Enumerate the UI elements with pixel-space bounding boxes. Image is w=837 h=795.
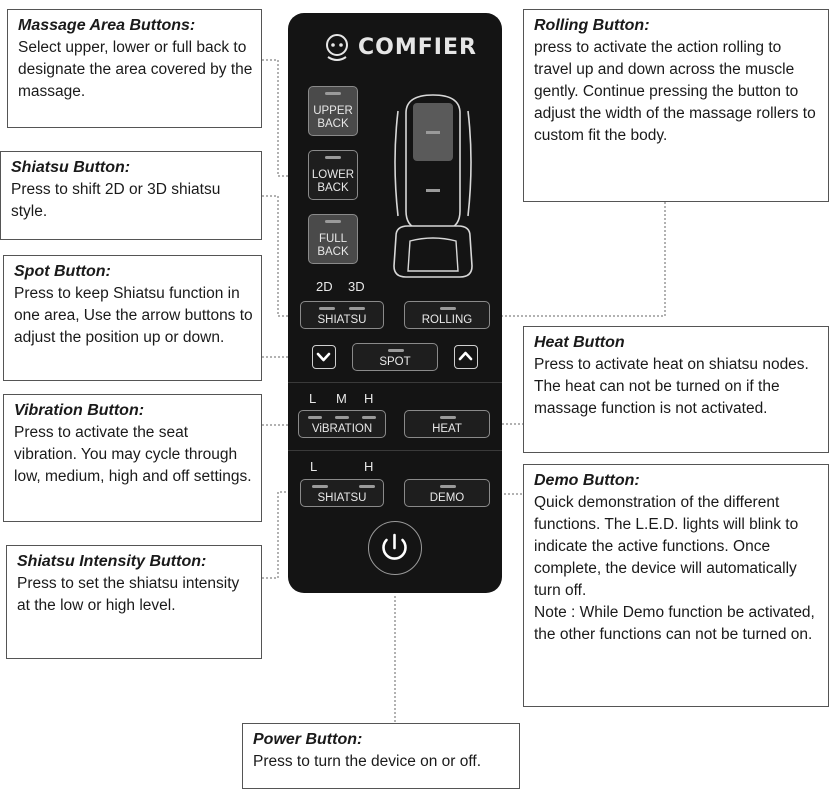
button-label: BACK — [317, 182, 349, 194]
led-indicator — [388, 349, 404, 352]
led-indicator — [325, 92, 341, 95]
label-intensity-high: H — [364, 459, 374, 474]
button-label: HEAT — [432, 423, 462, 435]
brand-name: COMFIER — [358, 35, 477, 60]
chevron-up-icon — [458, 351, 473, 361]
led-indicator — [362, 416, 376, 419]
divider — [288, 382, 502, 383]
callout-text: press to activate the action rolling to … — [534, 39, 816, 144]
button-label: ViBRATION — [311, 423, 373, 435]
button-label: FULL — [318, 233, 348, 245]
label-intensity-low: L — [310, 459, 318, 474]
led-indicator — [312, 485, 328, 488]
button-label: SPOT — [379, 356, 411, 368]
button-label: DEMO — [429, 492, 465, 504]
label-vibration-high: H — [364, 391, 374, 406]
leader-rolling — [490, 202, 666, 317]
callout-title: Spot Button: — [14, 263, 111, 280]
demo-button[interactable]: DEMO — [404, 479, 490, 507]
callout-massage-area: Massage Area Buttons: Select upper, lowe… — [7, 9, 262, 128]
callout-shiatsu: Shiatsu Button: Press to shift 2D or 3D … — [0, 151, 262, 240]
spot-button[interactable]: SPOT — [352, 343, 438, 371]
label-vibration-low: L — [309, 391, 317, 406]
label-2d: 2D — [316, 279, 333, 294]
led-indicator — [440, 416, 456, 419]
massage-chair-diagram — [393, 94, 473, 278]
button-label: BACK — [317, 118, 349, 130]
mascot-icon — [326, 34, 348, 61]
callout-title: Rolling Button: — [534, 17, 650, 34]
callout-text: Press to set the shiatsu intensity at th… — [17, 575, 240, 614]
leader-massage-area — [262, 59, 316, 177]
chevron-down-icon — [316, 352, 331, 362]
led-indicator — [359, 485, 375, 488]
led-indicator — [308, 416, 322, 419]
callout-text: Press to shift 2D or 3D shiatsu style. — [11, 181, 221, 220]
callout-title: Heat Button — [534, 334, 625, 351]
power-icon — [382, 533, 407, 560]
label-3d: 3D — [348, 279, 365, 294]
callout-heat: Heat Button Press to activate heat on sh… — [523, 326, 829, 453]
callout-text: Press to keep Shiatsu function in one ar… — [14, 285, 253, 346]
callout-rolling: Rolling Button: press to activate the ac… — [523, 9, 829, 202]
callout-note: Note : While Demo function be activated,… — [534, 604, 815, 643]
vibration-button[interactable]: ViBRATION — [298, 410, 386, 438]
upper-back-button[interactable]: UPPER BACK — [308, 86, 358, 136]
led-indicator — [325, 156, 341, 159]
remote-control: COMFIER UPPER BACK LOWER BACK FULL BACK … — [288, 13, 502, 593]
shiatsu-intensity-button[interactable]: SHIATSU — [300, 479, 384, 507]
callout-title: Power Button: — [253, 731, 363, 748]
full-back-button[interactable]: FULL BACK — [308, 214, 358, 264]
label-vibration-medium: M — [336, 391, 347, 406]
leader-shiatsu — [262, 195, 300, 317]
divider — [288, 450, 502, 451]
callout-shiatsu-intensity: Shiatsu Intensity Button: Press to set t… — [6, 545, 262, 659]
callout-text: Select upper, lower or full back to desi… — [18, 39, 253, 100]
callout-title: Shiatsu Intensity Button: — [17, 553, 207, 570]
callout-title: Vibration Button: — [14, 402, 145, 419]
callout-demo: Demo Button: Quick demonstration of the … — [523, 464, 829, 707]
power-button[interactable] — [368, 521, 422, 575]
brand-logo: COMFIER — [322, 33, 476, 65]
lower-back-button[interactable]: LOWER BACK — [308, 150, 358, 200]
callout-text: Press to activate the seat vibration. Yo… — [14, 424, 252, 485]
led-indicator — [319, 307, 335, 310]
callout-vibration: Vibration Button: Press to activate the … — [3, 394, 262, 522]
spot-down-button[interactable] — [312, 345, 336, 369]
led-indicator — [440, 485, 456, 488]
button-label: SHIATSU — [317, 314, 367, 326]
shiatsu-button[interactable]: SHIATSU — [300, 301, 384, 329]
rolling-button[interactable]: ROLLING — [404, 301, 490, 329]
heat-button[interactable]: HEAT — [404, 410, 490, 438]
callout-title: Shiatsu Button: — [11, 159, 131, 176]
button-label: ROLLING — [421, 314, 473, 326]
callout-title: Demo Button: — [534, 472, 640, 489]
callout-text: Press to turn the device on or off. — [253, 753, 482, 770]
spot-up-button[interactable] — [454, 345, 478, 369]
button-label: UPPER — [313, 105, 353, 117]
led-indicator — [335, 416, 349, 419]
callout-power: Power Button: Press to turn the device o… — [242, 723, 520, 789]
led-indicator — [440, 307, 456, 310]
led-indicator — [349, 307, 365, 310]
callout-title: Massage Area Buttons: — [18, 17, 196, 34]
button-label: LOWER — [311, 169, 355, 181]
button-label: BACK — [317, 246, 349, 258]
callout-spot: Spot Button: Press to keep Shiatsu funct… — [3, 255, 262, 381]
callout-text: Quick demonstration of the different fun… — [534, 494, 799, 599]
callout-text: Press to activate heat on shiatsu nodes.… — [534, 356, 809, 417]
button-label: SHIATSU — [317, 492, 367, 504]
led-indicator — [325, 220, 341, 223]
